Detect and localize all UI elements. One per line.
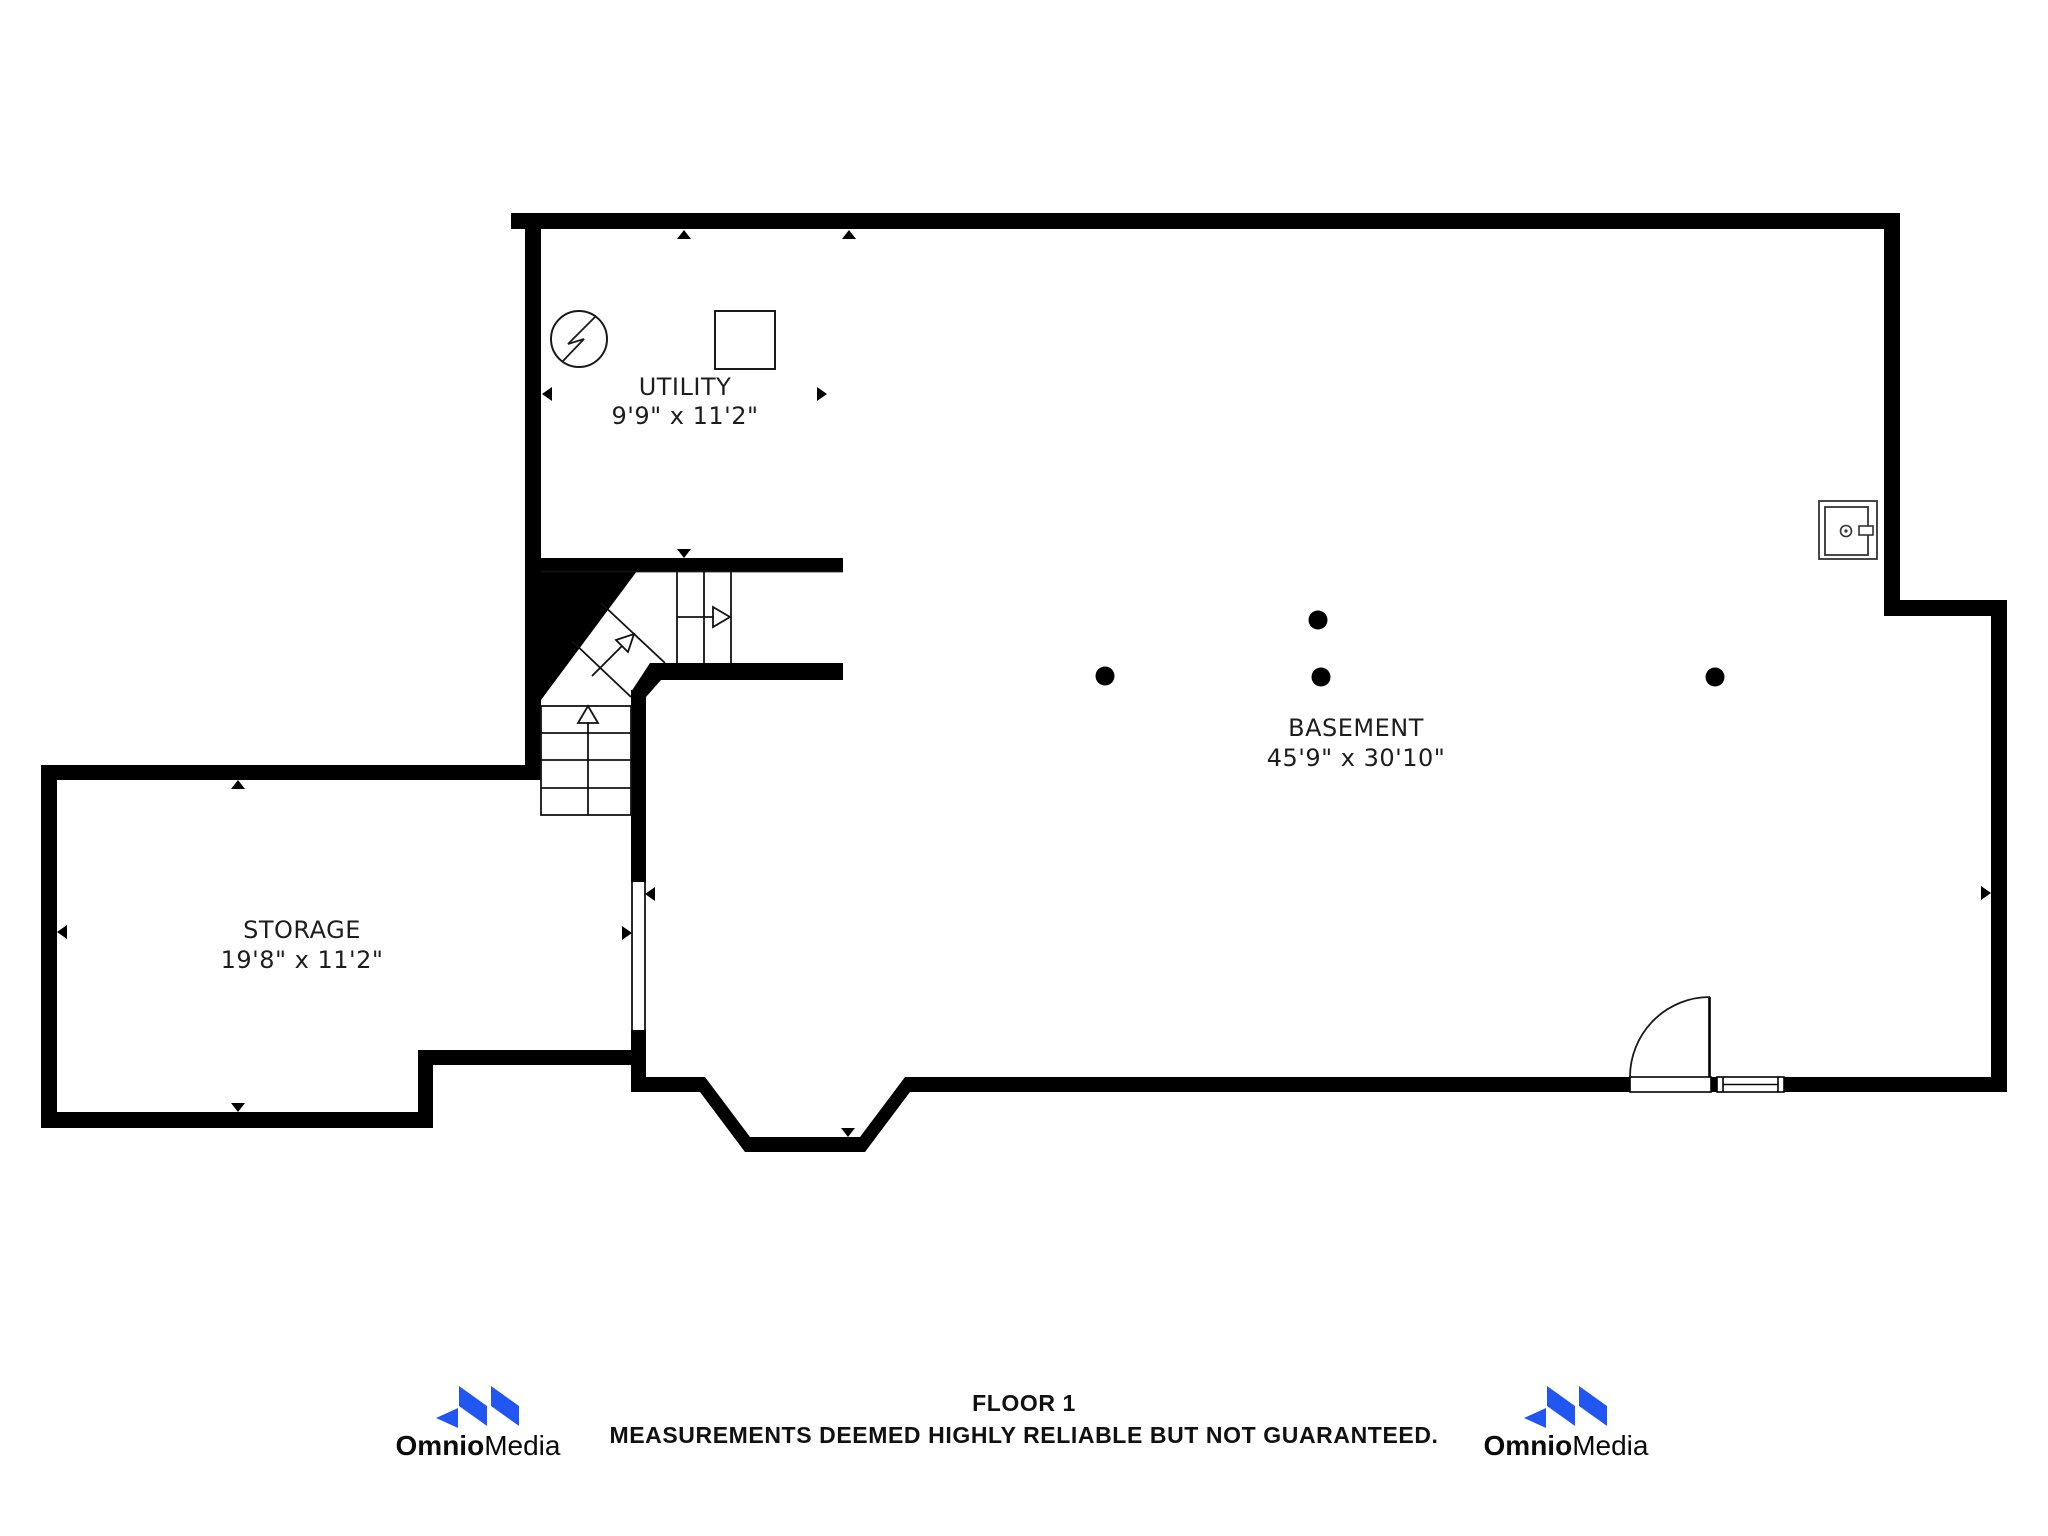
stair-arrow-diagonal xyxy=(614,632,636,654)
electrical-panel-icon xyxy=(1818,500,1878,560)
brand-logo-mark-icon xyxy=(1524,1386,1607,1428)
measure-arrow-right xyxy=(1981,886,1991,900)
wall-stair-basement-upper xyxy=(631,690,646,882)
brand-word-light: Media xyxy=(484,1430,561,1461)
logo-parallelogram xyxy=(459,1386,487,1426)
measure-arrow-right xyxy=(622,926,632,940)
measure-arrow-down xyxy=(677,549,691,558)
openings xyxy=(631,882,1785,1093)
brand-word-light: Media xyxy=(1572,1430,1649,1461)
utility-label: UTILITY xyxy=(639,373,732,401)
brand-wordmark: OmnioMedia xyxy=(1484,1430,1649,1461)
brand-logo-left: OmnioMedia xyxy=(396,1386,561,1461)
panel-dial-dot xyxy=(1844,529,1848,533)
utility-dimensions: 9'9" x 11'2" xyxy=(611,402,758,430)
column-dot xyxy=(1311,667,1331,687)
measurement-markers xyxy=(57,230,1991,1137)
wall-stair-diagonal xyxy=(631,663,843,714)
wall-storage-top xyxy=(41,765,541,780)
column-dot xyxy=(1308,610,1328,630)
measure-arrow-up xyxy=(677,230,691,239)
room-labels: UTILITY 9'9" x 11'2" BASEMENT 45'9" x 30… xyxy=(221,373,1446,974)
brand-logo-mark-icon xyxy=(436,1386,519,1428)
wall-top xyxy=(511,213,1900,229)
column-dot xyxy=(1095,666,1115,686)
wall-storage-ledge xyxy=(418,1050,646,1065)
wall-left xyxy=(525,213,541,780)
measure-arrow-down xyxy=(231,1103,245,1112)
logo-parallelogram xyxy=(491,1386,519,1426)
wall-bottom-right xyxy=(1784,1077,2007,1092)
panel-switch xyxy=(1858,525,1874,536)
measure-arrow-down xyxy=(841,1128,855,1137)
measure-arrow-up xyxy=(842,230,856,239)
measure-arrow-left xyxy=(57,925,67,939)
electrical-meter-icon xyxy=(550,310,608,368)
wall-storage-step xyxy=(418,1050,433,1128)
measure-arrow-right xyxy=(817,387,827,401)
support-columns xyxy=(1095,610,1725,687)
wall-window-mullion xyxy=(1711,1077,1717,1092)
footer: FLOOR 1 MEASUREMENTS DEEMED HIGHLY RELIA… xyxy=(396,1386,1649,1461)
wall-storage-left xyxy=(41,765,57,1128)
basement-label: BASEMENT xyxy=(1288,714,1424,742)
utility-equipment-box xyxy=(714,310,776,370)
floor-label: FLOOR 1 xyxy=(972,1390,1076,1416)
stair-corner-fill xyxy=(541,571,637,700)
door-swing-arc xyxy=(1629,996,1711,1078)
measure-arrow-left xyxy=(542,387,552,401)
stair-direction-line xyxy=(591,645,623,677)
wall-utility-bottom xyxy=(525,558,843,571)
wall-right-lower xyxy=(1991,600,2007,1092)
brand-wordmark: OmnioMedia xyxy=(396,1430,561,1461)
storage-dimensions: 19'8" x 11'2" xyxy=(221,946,384,974)
logo-parallelogram xyxy=(1579,1386,1607,1426)
wall-storage-bottom xyxy=(41,1112,433,1128)
staircase xyxy=(540,570,843,816)
basement-dimensions: 45'9" x 30'10" xyxy=(1267,744,1446,772)
lightning-bolt-icon xyxy=(561,316,596,363)
stair-arrow-up xyxy=(576,704,600,724)
brand-word-bold: Omnio xyxy=(1484,1430,1573,1461)
brand-logo-right: OmnioMedia xyxy=(1484,1386,1649,1461)
stair-arrow-right xyxy=(712,605,732,629)
logo-triangle xyxy=(436,1408,458,1428)
stair-winder-tread xyxy=(571,640,632,698)
storage-label: STORAGE xyxy=(243,916,361,944)
measure-arrow-up xyxy=(231,780,245,789)
logo-triangle xyxy=(1524,1408,1546,1428)
logo-parallelogram xyxy=(1547,1386,1575,1426)
disclaimer-text: MEASUREMENTS DEEMED HIGHLY RELIABLE BUT … xyxy=(609,1422,1438,1448)
walls xyxy=(41,213,2007,1152)
wall-bottom-with-notch xyxy=(631,1077,1630,1152)
window-symbol xyxy=(1716,1076,1785,1093)
door-threshold xyxy=(1629,1076,1712,1093)
fixtures xyxy=(550,310,1878,687)
wall-right-upper xyxy=(1884,213,1900,616)
wall-right-jog xyxy=(1884,600,2007,616)
measure-arrow-left xyxy=(645,887,655,901)
brand-word-bold: Omnio xyxy=(396,1430,485,1461)
stair-winder-tread xyxy=(600,602,666,664)
wall-stair-basement-lower xyxy=(631,1030,646,1092)
column-dot xyxy=(1705,667,1725,687)
